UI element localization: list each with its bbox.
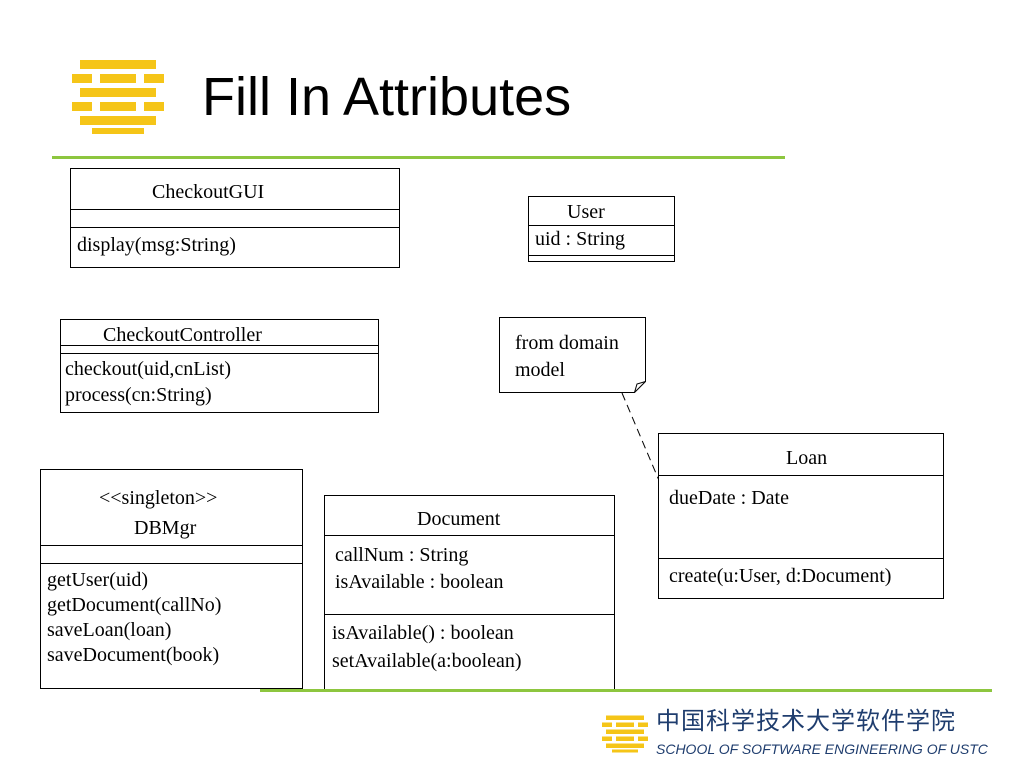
class-stereotype: <<singleton>>	[99, 487, 218, 509]
school-name-chinese: 中国科学技术大学软件学院	[656, 707, 956, 735]
header-rule	[52, 156, 785, 159]
method: checkout(uid,cnList)	[65, 358, 232, 380]
domain-model-note: from domain model	[499, 317, 646, 393]
method: display(msg:String)	[77, 234, 236, 256]
attribute: callNum : String	[335, 544, 469, 566]
methods-section: create(u:User, d:Document)	[659, 558, 943, 598]
attributes-section	[61, 345, 378, 353]
note-shape	[499, 317, 646, 393]
methods-section: display(msg:String)	[71, 227, 399, 267]
methods-section: isAvailable() : boolean setAvailable(a:b…	[325, 614, 614, 690]
attributes-section	[41, 545, 302, 563]
footer-logo-icon	[602, 715, 648, 753]
slide-title: Fill In Attributes	[202, 67, 572, 127]
class-dbmgr: <<singleton>> DBMgr getUser(uid) getDocu…	[40, 469, 303, 689]
class-name: Loan	[786, 447, 828, 469]
attributes-section: dueDate : Date	[659, 475, 943, 558]
note-line: from domain	[515, 332, 619, 354]
method: create(u:User, d:Document)	[669, 565, 892, 587]
class-document: Document callNum : String isAvailable : …	[324, 495, 615, 691]
method: process(cn:String)	[65, 384, 212, 406]
class-name: Document	[417, 508, 501, 530]
methods-section: getUser(uid) getDocument(callNo) saveLoa…	[41, 563, 302, 688]
method: saveDocument(book)	[47, 644, 220, 666]
class-checkoutcontroller: CheckoutController checkout(uid,cnList) …	[60, 319, 379, 413]
class-checkoutgui: CheckoutGUI display(msg:String)	[70, 168, 400, 268]
method: saveLoan(loan)	[47, 619, 172, 641]
school-name-english: SCHOOL OF SOFTWARE ENGINEERING OF USTC	[656, 741, 988, 757]
class-name: CheckoutController	[103, 324, 262, 346]
attributes-section: callNum : String isAvailable : boolean	[325, 535, 614, 614]
class-name: User	[567, 201, 605, 223]
attribute: isAvailable : boolean	[335, 571, 504, 593]
methods-section: checkout(uid,cnList) process(cn:String)	[61, 353, 378, 412]
class-name: DBMgr	[134, 517, 197, 539]
method: getDocument(callNo)	[47, 594, 222, 616]
note-line: model	[515, 359, 565, 381]
class-name: CheckoutGUI	[152, 181, 265, 203]
attributes-section: uid : String	[529, 225, 674, 255]
school-logo-icon	[72, 60, 164, 134]
class-loan: Loan dueDate : Date create(u:User, d:Doc…	[658, 433, 944, 599]
attribute: uid : String	[535, 228, 626, 250]
footer-rule	[260, 689, 992, 692]
attribute: dueDate : Date	[669, 487, 789, 509]
attributes-section	[71, 209, 399, 227]
method: setAvailable(a:boolean)	[332, 650, 522, 672]
method: isAvailable() : boolean	[332, 622, 514, 644]
method: getUser(uid)	[47, 569, 149, 591]
class-user: User uid : String	[528, 196, 675, 262]
methods-section	[529, 255, 674, 261]
